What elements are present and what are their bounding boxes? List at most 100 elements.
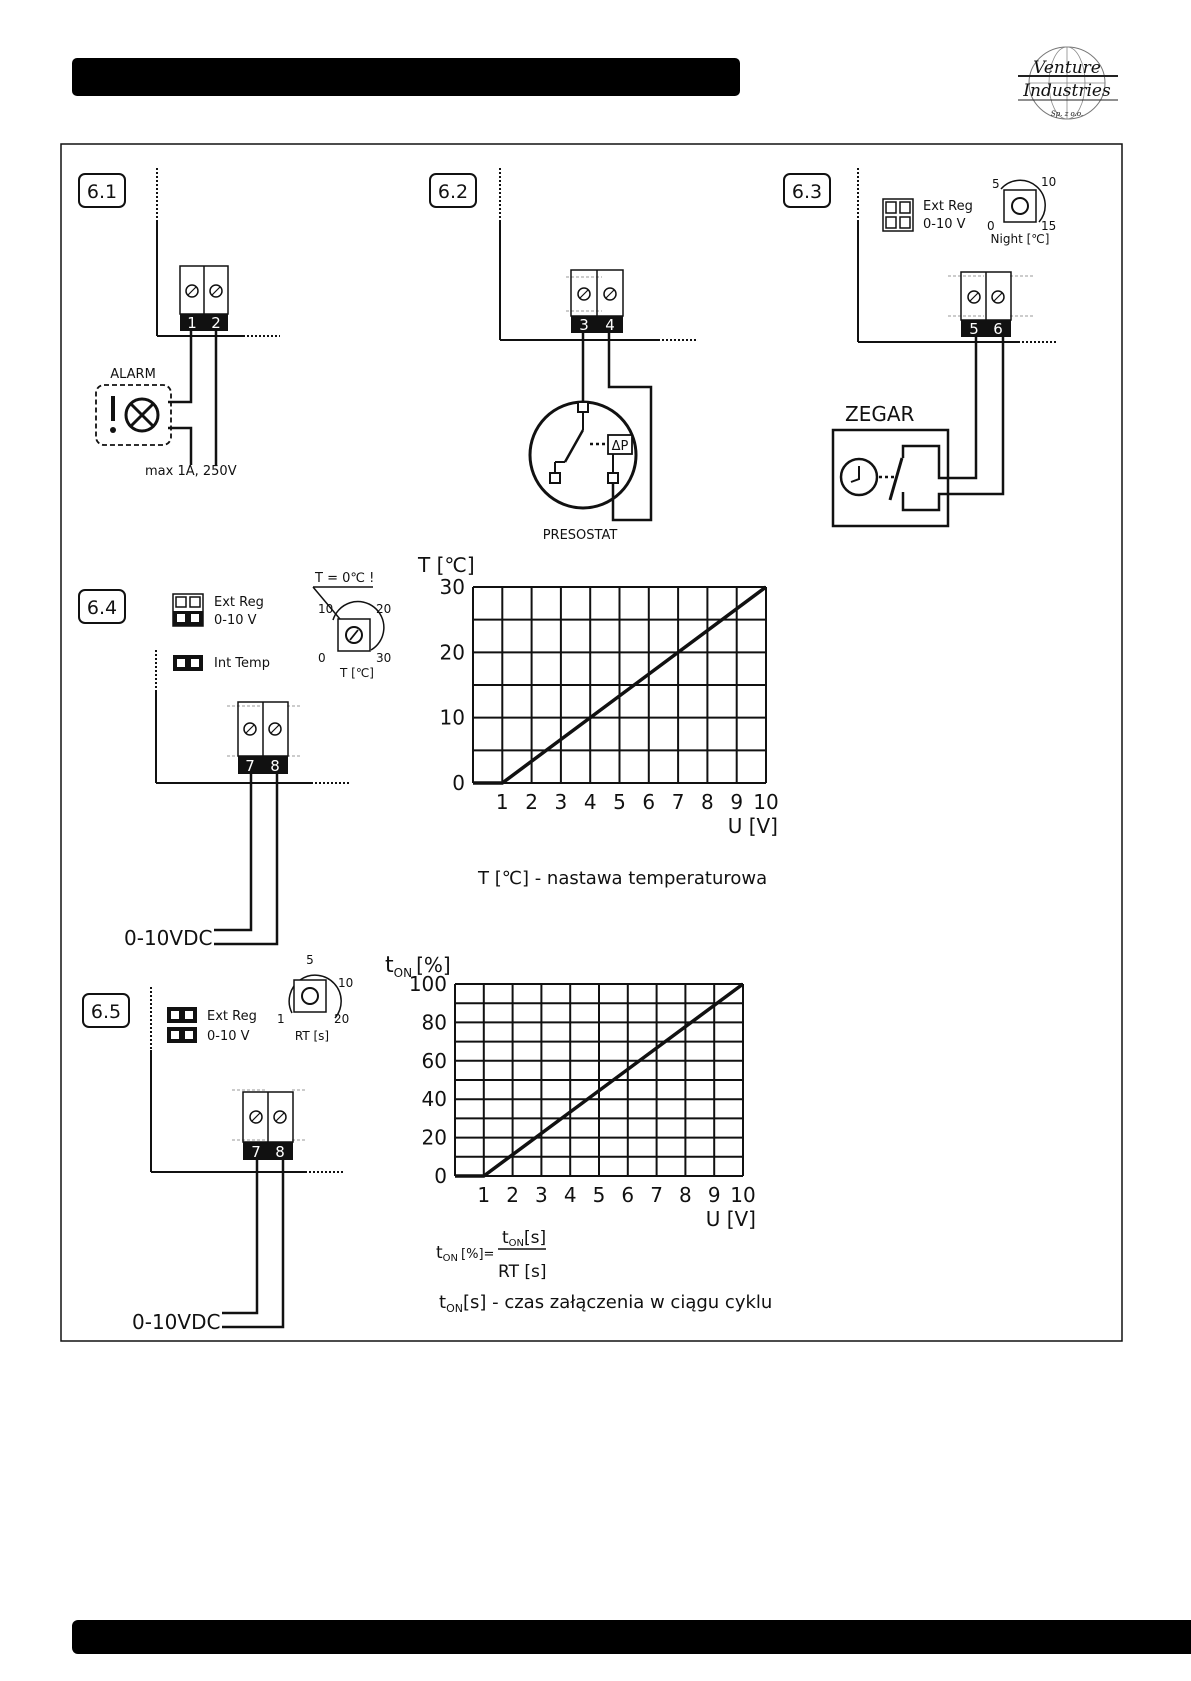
diagram-label-box xyxy=(78,589,126,624)
clock-icon xyxy=(839,457,879,497)
delta-p-label: ΔP xyxy=(612,439,629,454)
terminal-number: 5 xyxy=(969,320,979,338)
voltage-label: 0-10 V xyxy=(207,1029,250,1044)
svg-text:30: 30 xyxy=(376,651,391,665)
terminal-number: 6 xyxy=(993,320,1003,338)
diagram-6-2: 6.2 3 4 ΔP PRESOSTAT xyxy=(429,168,697,543)
chart1-xlabel: U [V] xyxy=(728,814,778,838)
diagram-label-box xyxy=(783,173,831,208)
svg-text:0: 0 xyxy=(318,651,326,665)
svg-text:RT [s]: RT [s] xyxy=(498,1262,547,1282)
chart2-xlabel: U [V] xyxy=(706,1207,756,1231)
ext-reg-label: Ext Reg xyxy=(207,1009,257,1024)
svg-text:tON[s]: tON[s] xyxy=(502,1228,546,1249)
duty-formula: tON[%]= tON[s] RT [s] xyxy=(436,1228,547,1282)
x-tick-label: 7 xyxy=(672,790,685,814)
screw-icon xyxy=(991,290,1005,304)
diagram-label: 6.1 xyxy=(87,181,117,203)
x-tick-label: 3 xyxy=(535,1183,548,1207)
svg-text:0: 0 xyxy=(987,219,995,233)
ext-reg-label: Ext Reg xyxy=(923,199,973,214)
y-tick-label: 0 xyxy=(434,1164,447,1188)
screw-icon xyxy=(577,287,591,301)
terminal-number: 4 xyxy=(605,316,615,334)
svg-text:10: 10 xyxy=(1041,175,1056,189)
rating-label: max 1A, 250V xyxy=(145,464,237,479)
vdc-label: 0-10VDC xyxy=(132,1310,220,1334)
chart2-ylabel: tON[%] xyxy=(385,953,451,980)
terminal-number: 3 xyxy=(579,316,589,334)
terminal-block: 1 2 xyxy=(179,265,229,332)
x-tick-label: 10 xyxy=(753,790,778,814)
terminal-block: 5 6 xyxy=(960,271,1012,338)
svg-text:1: 1 xyxy=(277,1012,285,1026)
x-tick-label: 1 xyxy=(477,1183,490,1207)
lamp-icon xyxy=(124,397,160,433)
x-tick-label: 4 xyxy=(564,1183,577,1207)
terminal-number: 8 xyxy=(275,1143,285,1161)
y-tick-label: 40 xyxy=(422,1087,447,1111)
chart1-series-line xyxy=(473,585,768,785)
knob-night: 5 10 0 15 Night [℃] xyxy=(987,175,1056,246)
ext-reg-label: Ext Reg xyxy=(214,595,264,610)
diagram-label-box xyxy=(429,173,477,208)
diagram-label: 6.5 xyxy=(91,1001,121,1023)
screw-icon xyxy=(249,1110,263,1124)
x-tick-label: 2 xyxy=(506,1183,519,1207)
zegar-label: ZEGAR xyxy=(845,402,915,426)
screw-icon xyxy=(967,290,981,304)
knob-rt: 5 10 1 20 RT [s] xyxy=(277,953,353,1043)
alarm-label: ALARM xyxy=(110,367,156,382)
alarm-box xyxy=(95,384,172,446)
logo-line3: Sp. z o.o. xyxy=(1051,110,1083,118)
knob-temperature: 10 20 0 30 T [℃] xyxy=(318,600,391,680)
svg-text:5: 5 xyxy=(306,953,314,967)
svg-text:5: 5 xyxy=(992,177,1000,191)
y-tick-label: 60 xyxy=(422,1049,447,1073)
screw-icon xyxy=(603,287,617,301)
diagram-frame xyxy=(60,143,1123,1342)
svg-text:10: 10 xyxy=(318,602,333,616)
x-tick-label: 1 xyxy=(496,790,509,814)
chart1-grid xyxy=(472,586,767,784)
y-tick-label: 100 xyxy=(409,972,447,996)
footer-bar xyxy=(72,1620,1191,1654)
header-bar xyxy=(72,58,740,96)
knob-unit: RT [s] xyxy=(295,1029,329,1043)
svg-text:20: 20 xyxy=(376,602,391,616)
terminal-number: 7 xyxy=(245,757,255,775)
terminal-block: 3 4 xyxy=(570,269,624,334)
venture-industries-logo: Venture Industries Sp. z o.o. xyxy=(1018,46,1118,120)
terminal-block: 7 8 xyxy=(237,701,289,775)
int-temp-label: Int Temp xyxy=(214,656,270,671)
diagram-label-box xyxy=(78,173,126,208)
terminal-number: 7 xyxy=(251,1143,261,1161)
diagram-label: 6.4 xyxy=(87,597,117,619)
x-tick-label: 9 xyxy=(730,790,743,814)
y-tick-label: 0 xyxy=(452,771,465,795)
timer-box xyxy=(831,428,950,528)
y-tick-label: 20 xyxy=(422,1126,447,1150)
y-tick-label: 30 xyxy=(440,575,465,599)
screw-icon xyxy=(185,284,199,298)
diagram-label: 6.2 xyxy=(438,181,468,203)
x-tick-label: 5 xyxy=(593,1183,606,1207)
logo-line2: Industries xyxy=(1022,81,1111,101)
t-zero-warning: T = 0℃ ! xyxy=(314,571,374,586)
diagram-6-5: 6.5 Ext Reg 0-10 V 5 10 1 20 RT [s] xyxy=(82,953,353,1334)
terminal-number: 2 xyxy=(211,314,221,332)
vdc-label: 0-10VDC xyxy=(124,926,212,950)
jumper-ext-reg xyxy=(167,1007,197,1043)
x-tick-label: 2 xyxy=(525,790,538,814)
screw-icon xyxy=(268,722,282,736)
diagram-label-box xyxy=(82,993,130,1028)
y-tick-label: 10 xyxy=(440,706,465,730)
knob-unit: T [℃] xyxy=(339,666,374,680)
presostat-label: PRESOSTAT xyxy=(543,528,618,543)
jumper-ext-reg xyxy=(172,593,204,627)
terminal-number: 8 xyxy=(270,757,280,775)
jumper-int-temp xyxy=(173,655,203,671)
